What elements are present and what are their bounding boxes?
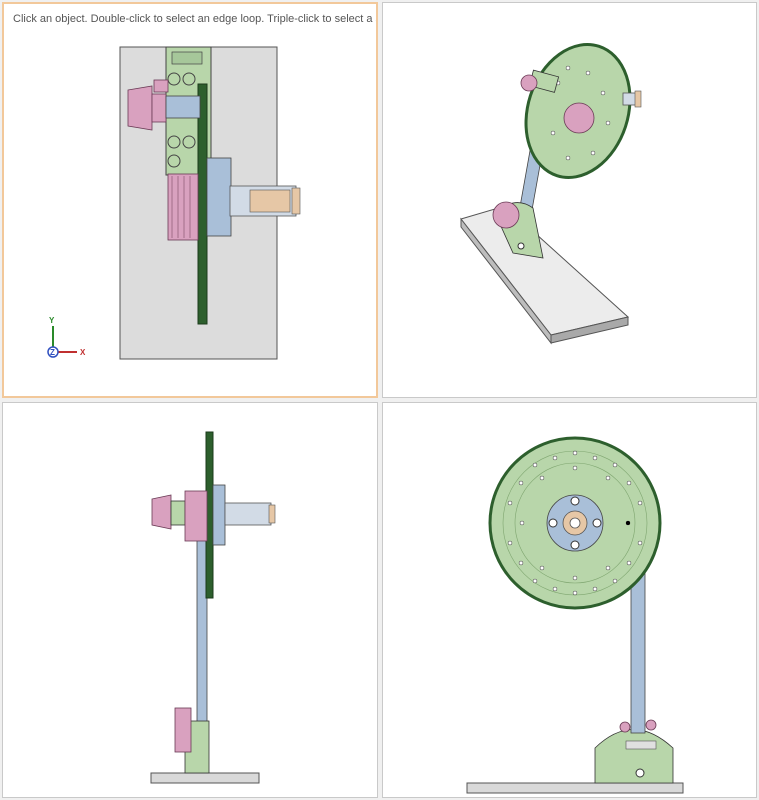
lower-gear — [167, 173, 199, 241]
side-view-canvas[interactable] — [3, 403, 375, 795]
viewport-front[interactable]: Click an object. Double-click to select … — [2, 2, 378, 398]
iso-base-top — [460, 205, 630, 336]
front-view-canvas[interactable]: Y Z X — [4, 4, 376, 396]
isometric-view-canvas[interactable] — [383, 3, 756, 397]
axis-triad — [47, 326, 77, 358]
triad-y-label: Y — [49, 316, 55, 325]
right-bracket — [594, 729, 674, 784]
side-base — [150, 772, 260, 784]
right-base — [466, 782, 684, 794]
right-view-canvas[interactable] — [383, 403, 756, 797]
viewport-right[interactable] — [382, 402, 757, 798]
dial-holes — [507, 450, 643, 596]
dial-disk — [197, 83, 208, 325]
iso-hub-gear — [563, 102, 595, 134]
iso-knob — [520, 74, 538, 92]
upper-knob — [127, 85, 153, 131]
viewport-side[interactable] — [2, 402, 378, 798]
side-upper-knob — [151, 494, 172, 530]
iso-lower-gear — [492, 201, 520, 229]
status-hint: Click an object. Double-click to select … — [13, 13, 378, 25]
triad-x-label: X — [80, 348, 86, 357]
right-arm — [630, 562, 646, 734]
hub — [206, 157, 232, 237]
triad-z-label: Z — [50, 348, 55, 357]
side-lower-knob — [174, 707, 192, 753]
side-shaft — [224, 502, 272, 526]
viewport-isometric[interactable] — [382, 2, 757, 398]
